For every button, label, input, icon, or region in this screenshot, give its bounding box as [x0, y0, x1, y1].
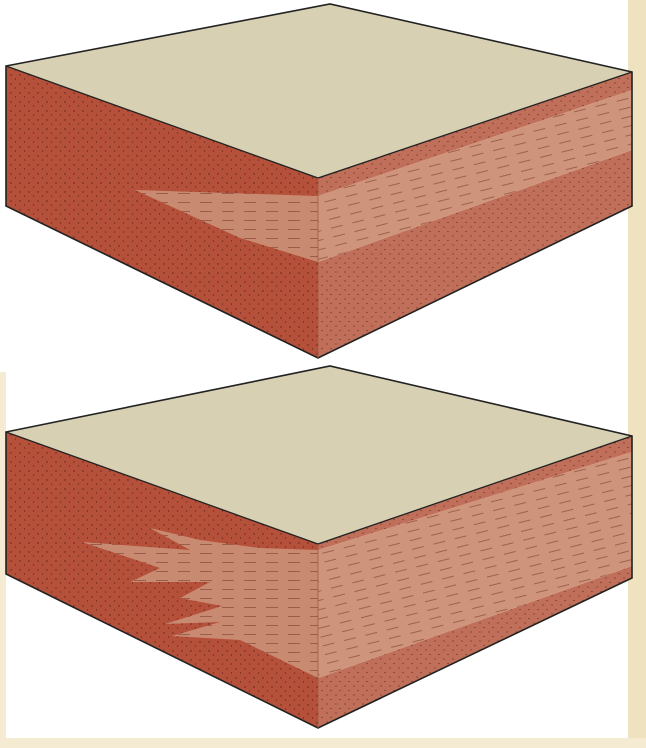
left-face-sandstone	[6, 66, 318, 358]
block-outline	[5, 365, 633, 729]
block-diagram-simple-wedge	[5, 3, 633, 359]
right-face-shale-band	[318, 90, 632, 262]
right-face-shale-band	[318, 452, 632, 678]
bottom-margin-strip	[0, 738, 646, 748]
top-surface	[6, 366, 632, 544]
left-face-shale-wedge	[135, 190, 318, 262]
top-surface	[6, 4, 632, 178]
right-face-upper-sandstone	[318, 436, 632, 550]
right-face-lower-sandstone	[318, 150, 632, 358]
block-diagram-intertonguing-wedge	[5, 365, 633, 729]
right-face-lower-sandstone	[318, 566, 632, 728]
left-margin-strip	[0, 372, 6, 748]
right-face-upper-sandstone	[318, 72, 632, 196]
block-outline	[5, 3, 633, 359]
left-face-shale-tongues	[82, 528, 318, 678]
